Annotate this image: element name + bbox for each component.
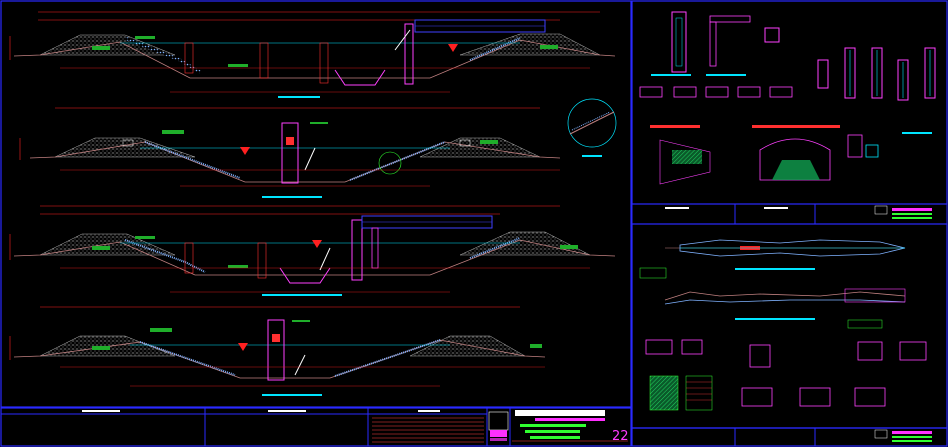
logo-box	[488, 411, 509, 431]
rebar-columns	[817, 47, 936, 101]
detail-boxes	[645, 339, 927, 368]
title-block: 22	[1, 408, 629, 446]
cross-section-2[interactable]	[19, 107, 561, 198]
right-embankment	[459, 33, 601, 56]
circle-callout-icon[interactable]	[378, 151, 402, 175]
cross-section-4[interactable]	[9, 306, 546, 396]
title-block-right-bottom	[734, 428, 932, 446]
tb-heading-1	[82, 410, 120, 412]
tb-heading-3	[418, 410, 440, 412]
plan-profile-panel[interactable]	[639, 239, 927, 411]
details-panel-top[interactable]	[639, 11, 936, 185]
small-section-details	[639, 86, 793, 98]
cross-section-3[interactable]	[9, 205, 616, 296]
title-block-right-top	[631, 203, 948, 225]
left-embankment	[39, 34, 176, 56]
detail-callout[interactable]	[567, 98, 617, 157]
logo-mark	[490, 430, 507, 437]
channel-plan	[679, 239, 906, 257]
tb-rows	[372, 417, 484, 443]
tb-heading-2	[268, 410, 306, 412]
cross-section-1[interactable]	[9, 11, 616, 98]
tb-info	[512, 410, 628, 442]
sheet-number: 22	[612, 429, 629, 444]
